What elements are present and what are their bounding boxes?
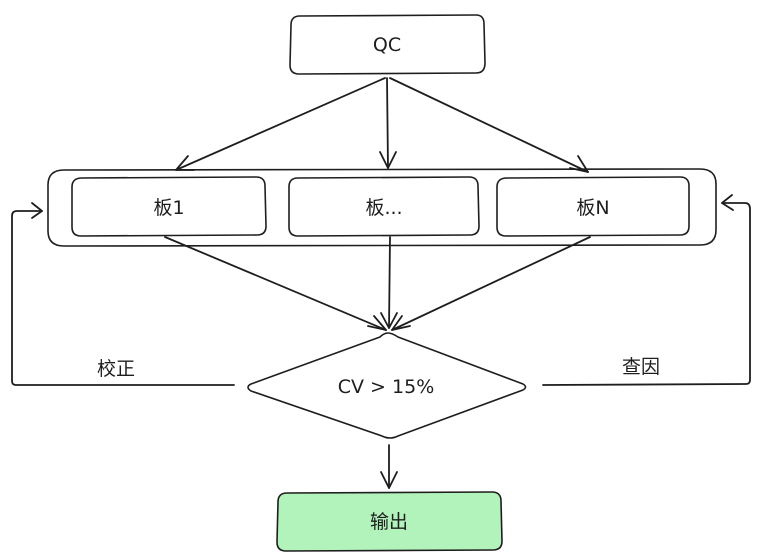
plate-mid-label: 板...: [365, 197, 402, 219]
arrowhead-plate-n-to-decision: [391, 315, 411, 331]
qc-label: QC: [373, 34, 401, 56]
left-loop-label: 校正: [97, 358, 135, 380]
plate-n-node[interactable]: 板N: [496, 176, 690, 237]
decision-to-output-edge: [380, 444, 398, 489]
arrowhead-plate-1-to-decision: [367, 315, 387, 331]
arrowhead-decision-to-output: [380, 471, 398, 489]
arrowhead-qc-to-plate-mid: [379, 151, 397, 169]
arrow-plate-n-to-decision: [391, 236, 591, 331]
decision-label: CV > 15%: [338, 376, 435, 398]
output-node[interactable]: 输出: [276, 491, 503, 552]
plate-1-label: 板1: [153, 197, 184, 219]
qc-node[interactable]: QC: [289, 14, 486, 75]
plate-n-label: 板N: [576, 197, 609, 219]
arrow-qc-to-plate-n: [389, 77, 589, 173]
plate-1-node[interactable]: 板1: [71, 176, 267, 237]
right-loop-edge: 查因: [542, 194, 751, 386]
arrow-plate-mid-to-decision: [388, 236, 391, 329]
output-label: 输出: [370, 511, 408, 533]
plate-mid-node[interactable]: 板...: [288, 176, 480, 237]
arrow-qc-to-plate-mid: [386, 77, 389, 169]
qc-to-plates-arrows: [175, 77, 589, 173]
decision-node[interactable]: CV > 15%: [247, 332, 527, 439]
plates-to-decision-arrows: [164, 236, 591, 331]
arrow-plate-1-to-decision: [164, 236, 387, 331]
arrow-left-loop: [11, 210, 235, 386]
left-loop-edge: 校正: [11, 202, 235, 386]
arrowhead-plate-mid-to-decision: [380, 312, 398, 329]
arrow-qc-to-plate-1: [175, 77, 386, 171]
arrowhead-left-loop: [31, 202, 43, 219]
arrow-right-loop: [542, 202, 751, 386]
right-loop-label: 查因: [622, 356, 660, 378]
arrowhead-right-loop: [721, 194, 734, 211]
plates-container: [47, 168, 717, 247]
